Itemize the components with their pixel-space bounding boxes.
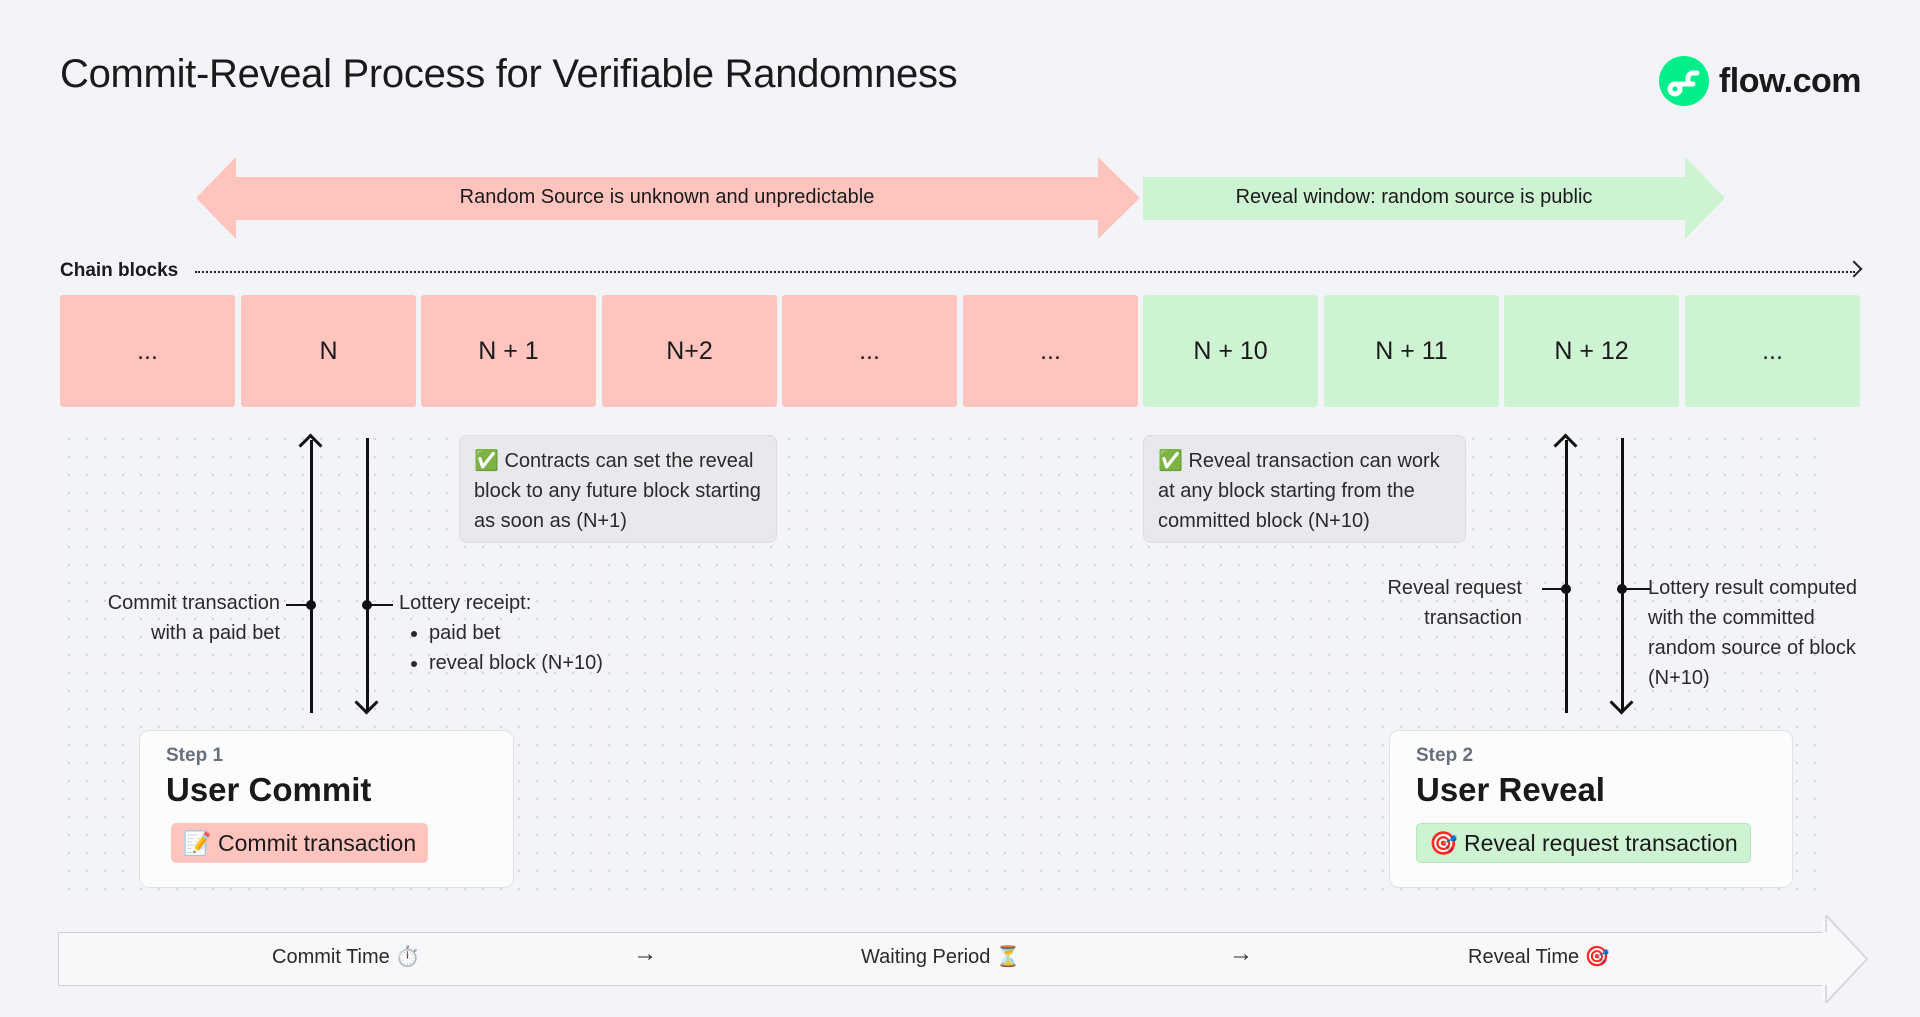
reveal-connector <box>1542 588 1566 590</box>
chain-block: N + 10 <box>1143 295 1318 407</box>
receipt-item: reveal block (N+10) <box>429 648 659 678</box>
chain-block: N + 12 <box>1504 295 1679 407</box>
chain-block: ... <box>60 295 235 407</box>
chain-block: N+2 <box>602 295 777 407</box>
page-title: Commit-Reveal Process for Verifiable Ran… <box>60 52 958 96</box>
receipt-label: Lottery receipt: paid bet reveal block (… <box>399 588 659 678</box>
receipt-title: Lottery receipt: <box>399 592 532 614</box>
unknown-phase-label: Random Source is unknown and unpredictab… <box>459 186 875 208</box>
result-dot <box>1617 584 1627 594</box>
reveal-dot <box>1561 584 1571 594</box>
commit-dot <box>306 600 316 610</box>
chain-dotted-line <box>195 271 1855 273</box>
timeline-arrow-1: → <box>633 940 657 967</box>
step-title: User Reveal <box>1416 771 1605 808</box>
unknown-phase-arrow <box>196 157 1140 239</box>
receipt-connector <box>366 604 393 606</box>
receipt-down-line <box>366 438 369 711</box>
phase-arrows <box>196 157 1725 239</box>
timeline-waiting: Waiting Period ⏳ <box>861 946 1021 968</box>
step-card-commit: Step 1 User Commit 📝 Commit transaction <box>139 730 514 888</box>
step-title: User Commit <box>166 771 372 808</box>
chain-block: N + 11 <box>1324 295 1499 407</box>
chain-label: Chain blocks <box>60 260 179 281</box>
commit-tx-label: Commit transaction with a paid bet <box>107 592 280 644</box>
lottery-result-label: Lottery result computed with the committ… <box>1648 577 1857 689</box>
reveal-window-note: ✅ Reveal transaction can work at any blo… <box>1143 435 1466 543</box>
reveal-phase-label: Reveal window: random source is public <box>1235 186 1593 208</box>
result-down-line <box>1621 438 1624 711</box>
chain-block: ... <box>782 295 957 407</box>
result-connector <box>1621 588 1651 590</box>
timeline-arrow-head <box>1822 915 1869 1003</box>
timeline-bar <box>58 932 1828 986</box>
timeline-arrow-2: → <box>1229 940 1253 967</box>
chain-block: N <box>241 295 416 407</box>
commit-connector <box>286 604 312 606</box>
brand-name: flow.com <box>1718 61 1862 100</box>
contracts-note: ✅ Contracts can set the reveal block to … <box>459 435 777 543</box>
step-number: Step 1 <box>166 745 224 766</box>
brand-logo: flow.com <box>1658 56 1862 106</box>
reveal-phase-arrow <box>1143 157 1725 239</box>
step-number: Step 2 <box>1416 745 1474 766</box>
commit-transaction-pill: 📝 Commit transaction <box>171 823 429 863</box>
timeline-commit: Commit Time ⏱️ <box>272 946 421 968</box>
chain-block: N + 1 <box>421 295 596 407</box>
chain-block: ... <box>963 295 1138 407</box>
receipt-item: paid bet <box>429 618 659 648</box>
chain-block: ... <box>1685 295 1860 407</box>
reveal-up-line <box>1565 440 1568 713</box>
receipt-list: paid bet reveal block (N+10) <box>399 618 659 678</box>
reveal-transaction-pill: 🎯 Reveal request transaction <box>1416 823 1751 863</box>
reveal-request-label: Reveal request transaction <box>1387 577 1522 629</box>
receipt-dot <box>362 600 372 610</box>
flow-logo-icon <box>1658 56 1709 106</box>
step-card-reveal: Step 2 User Reveal 🎯 Reveal request tran… <box>1389 730 1793 888</box>
commit-up-line <box>310 440 313 713</box>
timeline-reveal: Reveal Time 🎯 <box>1468 946 1610 968</box>
